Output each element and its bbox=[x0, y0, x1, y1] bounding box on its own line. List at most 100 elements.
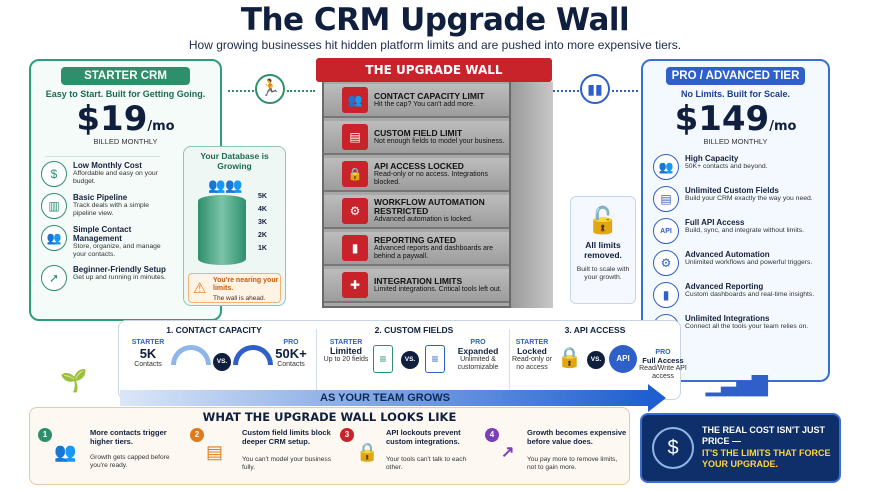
puzzle-icon: ✚ bbox=[342, 272, 368, 298]
real-cost-callout: $ THE REAL COST ISN'T JUST PRICE — IT'S … bbox=[640, 413, 841, 483]
brick-desc: Limited integrations. Critical tools lef… bbox=[374, 285, 502, 293]
api-icon: API bbox=[609, 345, 637, 373]
starter-headline: Easy to Start. Built for Getting Going. bbox=[45, 89, 206, 99]
level-label: 1K bbox=[258, 245, 267, 252]
growth-chart-icon: ▮▮ bbox=[580, 74, 610, 104]
page-subtitle: How growing businesses hit hidden platfo… bbox=[188, 38, 682, 52]
page-title: The CRM Upgrade Wall bbox=[240, 2, 630, 38]
starter-billed: BILLED MONTHLY bbox=[93, 137, 158, 146]
step-item: 2 ▤ Custom field limits block deeper CRM… bbox=[190, 428, 338, 482]
step-number: 1 bbox=[38, 428, 52, 442]
feature-desc: 50K+ contacts and beyond. bbox=[685, 163, 768, 170]
arrowhead bbox=[648, 384, 666, 412]
feature-desc: Get up and running in minutes. bbox=[73, 274, 166, 281]
growth-arrow: AS YOUR TEAM GROWS bbox=[120, 390, 650, 406]
level-label: 2K bbox=[258, 232, 267, 239]
brick-desc: Advanced automation is locked. bbox=[374, 216, 473, 223]
pro-sub: Contacts bbox=[277, 361, 305, 368]
pro-card: PRO / ADVANCED TIER No Limits. Built for… bbox=[641, 59, 830, 382]
pro-price-value: $149 bbox=[674, 99, 770, 139]
warning-desc: The wall is ahead. bbox=[213, 295, 266, 302]
dotted-arrow bbox=[553, 90, 579, 92]
unlocked-panel: 🔓 All limits removed. Built to scale wit… bbox=[570, 196, 636, 304]
team-icon: 👥 bbox=[653, 154, 679, 180]
wall-side bbox=[511, 82, 553, 308]
unlocked-desc: Built to scale with your growth. bbox=[576, 266, 630, 281]
brick-desc: Not enough fields to model your business… bbox=[374, 137, 505, 145]
pipeline-icon: ▥ bbox=[41, 193, 67, 219]
vs-badge: VS. bbox=[213, 353, 231, 371]
plant-icon: 🌱 bbox=[60, 368, 88, 393]
step-number: 2 bbox=[190, 428, 204, 442]
dotted-arrow bbox=[287, 90, 315, 92]
dollar-icon: $ bbox=[41, 161, 67, 187]
unlocked-title: All limits removed. bbox=[584, 240, 622, 260]
step-title: Growth becomes expensive before value do… bbox=[527, 428, 627, 446]
feature-desc: Connect all the tools your team relies o… bbox=[685, 323, 809, 330]
step-desc: You pay more to remove limits, not to ga… bbox=[527, 456, 618, 471]
feature-title: Advanced Automation bbox=[685, 250, 770, 259]
feature-title: Advanced Reporting bbox=[685, 282, 764, 291]
step-number: 4 bbox=[485, 428, 499, 442]
brick-title: INTEGRATION LIMITS bbox=[374, 275, 463, 286]
rocket-icon: ➚ bbox=[41, 265, 67, 291]
warning-icon: ⚠ bbox=[193, 280, 207, 297]
starter-sub: Read-only or no access bbox=[511, 356, 553, 371]
lock-icon: 🔒 bbox=[557, 347, 582, 369]
brick-title: API ACCESS LOCKED bbox=[374, 160, 464, 171]
unlock-icon: 🔓 bbox=[586, 205, 620, 235]
team-icon: 👥👥 bbox=[208, 177, 243, 193]
starter-label: STARTER bbox=[329, 339, 363, 346]
starter-sub: Contacts bbox=[134, 361, 162, 368]
feature-title: Basic Pipeline bbox=[73, 193, 128, 202]
starter-label: STARTER bbox=[515, 339, 549, 346]
database-panel: Your Database is Growing 👥👥 5K 4K 3K 2K … bbox=[183, 146, 286, 306]
warning-title: You're nearing your limits. bbox=[213, 277, 279, 292]
step-desc: You can't model your business fully. bbox=[242, 456, 331, 471]
comparison-title: 2. CUSTOM FIELDS bbox=[374, 325, 454, 335]
starter-tag: STARTER CRM bbox=[61, 67, 190, 85]
pro-value: Full Access bbox=[642, 356, 684, 365]
trend-up-icon: ↗ bbox=[501, 444, 515, 461]
pro-billed: BILLED MONTHLY bbox=[703, 137, 768, 146]
chart-icon: ▮ bbox=[342, 235, 368, 261]
pro-sub: Read/Write API access bbox=[639, 365, 687, 380]
starter-value: Limited bbox=[329, 346, 362, 356]
brick-title: REPORTING GATED bbox=[374, 234, 457, 245]
step-item: 4 ↗ Growth becomes expensive before valu… bbox=[485, 428, 633, 482]
feature-desc: Unlimited workflows and powerful trigger… bbox=[685, 259, 813, 266]
pro-label: PRO bbox=[283, 339, 299, 346]
brick-desc: Hit the cap? You can't add more. bbox=[374, 100, 475, 108]
lock-icon: 🔒 bbox=[342, 161, 368, 187]
step-desc: Your tools can't talk to each other. bbox=[386, 456, 467, 471]
real-cost-line1: THE REAL COST ISN'T JUST PRICE — bbox=[702, 425, 825, 446]
shield-dollar-icon: $ bbox=[652, 427, 694, 469]
vs-badge: VS. bbox=[587, 351, 605, 369]
lock-icon: 🔒 bbox=[356, 442, 379, 462]
brick-desc: Advanced reports and dashboards are behi… bbox=[374, 244, 494, 260]
feature-desc: Build your CRM exactly the way you need. bbox=[685, 195, 813, 202]
pro-sub: Unlimited & customizable bbox=[457, 356, 499, 371]
comparison-title: 3. API ACCESS bbox=[564, 325, 626, 335]
pro-price-per: /mo bbox=[769, 119, 797, 134]
pro-label: PRO bbox=[655, 349, 671, 356]
api-icon: API bbox=[653, 218, 679, 244]
team-icon: 👥 bbox=[54, 442, 77, 462]
brick-title: WORKFLOW AUTOMATION RESTRICTED bbox=[374, 197, 485, 216]
feature-title: Unlimited Custom Fields bbox=[685, 186, 779, 195]
form-icon: ▤ bbox=[653, 186, 679, 212]
step-title: API lockouts prevent custom integrations… bbox=[386, 428, 461, 446]
database-cylinder-icon bbox=[198, 195, 246, 265]
database-levels: 5K 4K 3K 2K 1K bbox=[258, 193, 267, 252]
